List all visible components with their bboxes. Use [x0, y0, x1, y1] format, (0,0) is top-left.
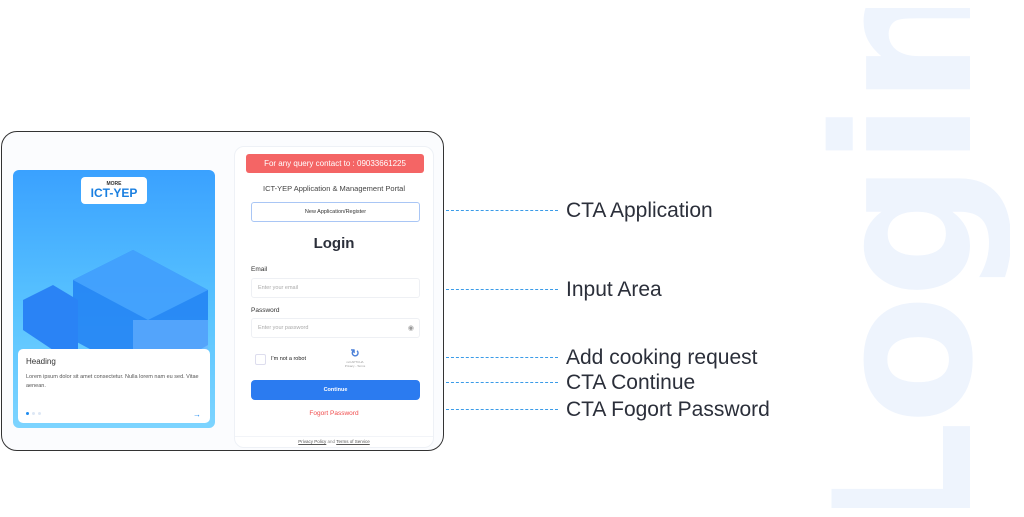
- email-input[interactable]: Enter your email: [251, 278, 420, 298]
- dashed-line: [446, 409, 558, 410]
- recaptcha-label: I'm not a robot: [271, 356, 306, 362]
- recaptcha-icon: ↻: [350, 348, 360, 360]
- password-placeholder: Enter your password: [258, 325, 309, 331]
- continue-button[interactable]: Continue: [251, 380, 420, 400]
- and-text: and: [326, 439, 337, 444]
- terms-link[interactable]: Terms of Service: [336, 439, 370, 444]
- dashed-line: [446, 357, 558, 358]
- annotation-label: CTA Application: [566, 199, 713, 222]
- dashed-line: [446, 289, 558, 290]
- footer-links: Privacy Policy and Terms of Service: [235, 436, 433, 444]
- login-watermark: Login: [800, 8, 1010, 508]
- password-input[interactable]: Enter your password ◉: [251, 318, 420, 338]
- email-label: Email: [251, 266, 268, 273]
- info-card: Heading Lorem ipsum dolor sit amet conse…: [18, 349, 210, 423]
- annotation-cta-continue: CTA Continue: [446, 372, 695, 393]
- dashed-line: [446, 210, 558, 211]
- portal-title: ICT-YEP Application & Management Portal: [262, 184, 406, 193]
- recaptcha-text: reCAPTCHA: [346, 360, 364, 364]
- annotation-label: Add cooking request: [566, 346, 758, 369]
- annotation-label: Input Area: [566, 278, 662, 301]
- dashed-line: [446, 382, 558, 383]
- logo-small: MORE: [106, 181, 122, 187]
- recaptcha-links[interactable]: Privacy - Terms: [344, 364, 366, 368]
- new-application-button[interactable]: New Application/Register: [251, 202, 420, 222]
- logo-text: ICT-YEP: [90, 186, 138, 200]
- query-contact-banner: For any query contact to : 09033661225: [246, 154, 424, 173]
- dot[interactable]: [32, 412, 35, 415]
- carousel-dots[interactable]: [26, 412, 41, 415]
- recaptcha-checkbox[interactable]: [255, 354, 266, 365]
- password-label: Password: [251, 307, 280, 314]
- arrow-right-icon[interactable]: →: [193, 410, 201, 419]
- isometric-illustration: [23, 250, 208, 380]
- card-text: Lorem ipsum dolor sit amet consectetur. …: [26, 374, 199, 389]
- privacy-policy-link[interactable]: Privacy Policy: [298, 439, 327, 444]
- page-title: Login: [313, 235, 355, 252]
- annotation-label: CTA Continue: [566, 371, 696, 394]
- annotation-input-area: Input Area: [446, 279, 662, 300]
- eye-icon[interactable]: ◉: [407, 325, 414, 332]
- annotation-cta-forgot: CTA Fogort Password: [446, 399, 770, 420]
- email-placeholder: Enter your email: [258, 285, 299, 291]
- annotation-add-request: Add cooking request: [446, 347, 757, 368]
- login-panel: For any query contact to : 09033661225 I…: [234, 146, 434, 448]
- annotation-cta-application: CTA Application: [446, 200, 713, 221]
- dot[interactable]: [38, 412, 41, 415]
- dot[interactable]: [26, 412, 29, 415]
- annotation-label: CTA Fogort Password: [566, 398, 770, 421]
- card-heading: Heading: [26, 357, 56, 366]
- forgot-password-link[interactable]: Fogort Password: [309, 410, 359, 417]
- watermark-text: Login: [800, 8, 1010, 508]
